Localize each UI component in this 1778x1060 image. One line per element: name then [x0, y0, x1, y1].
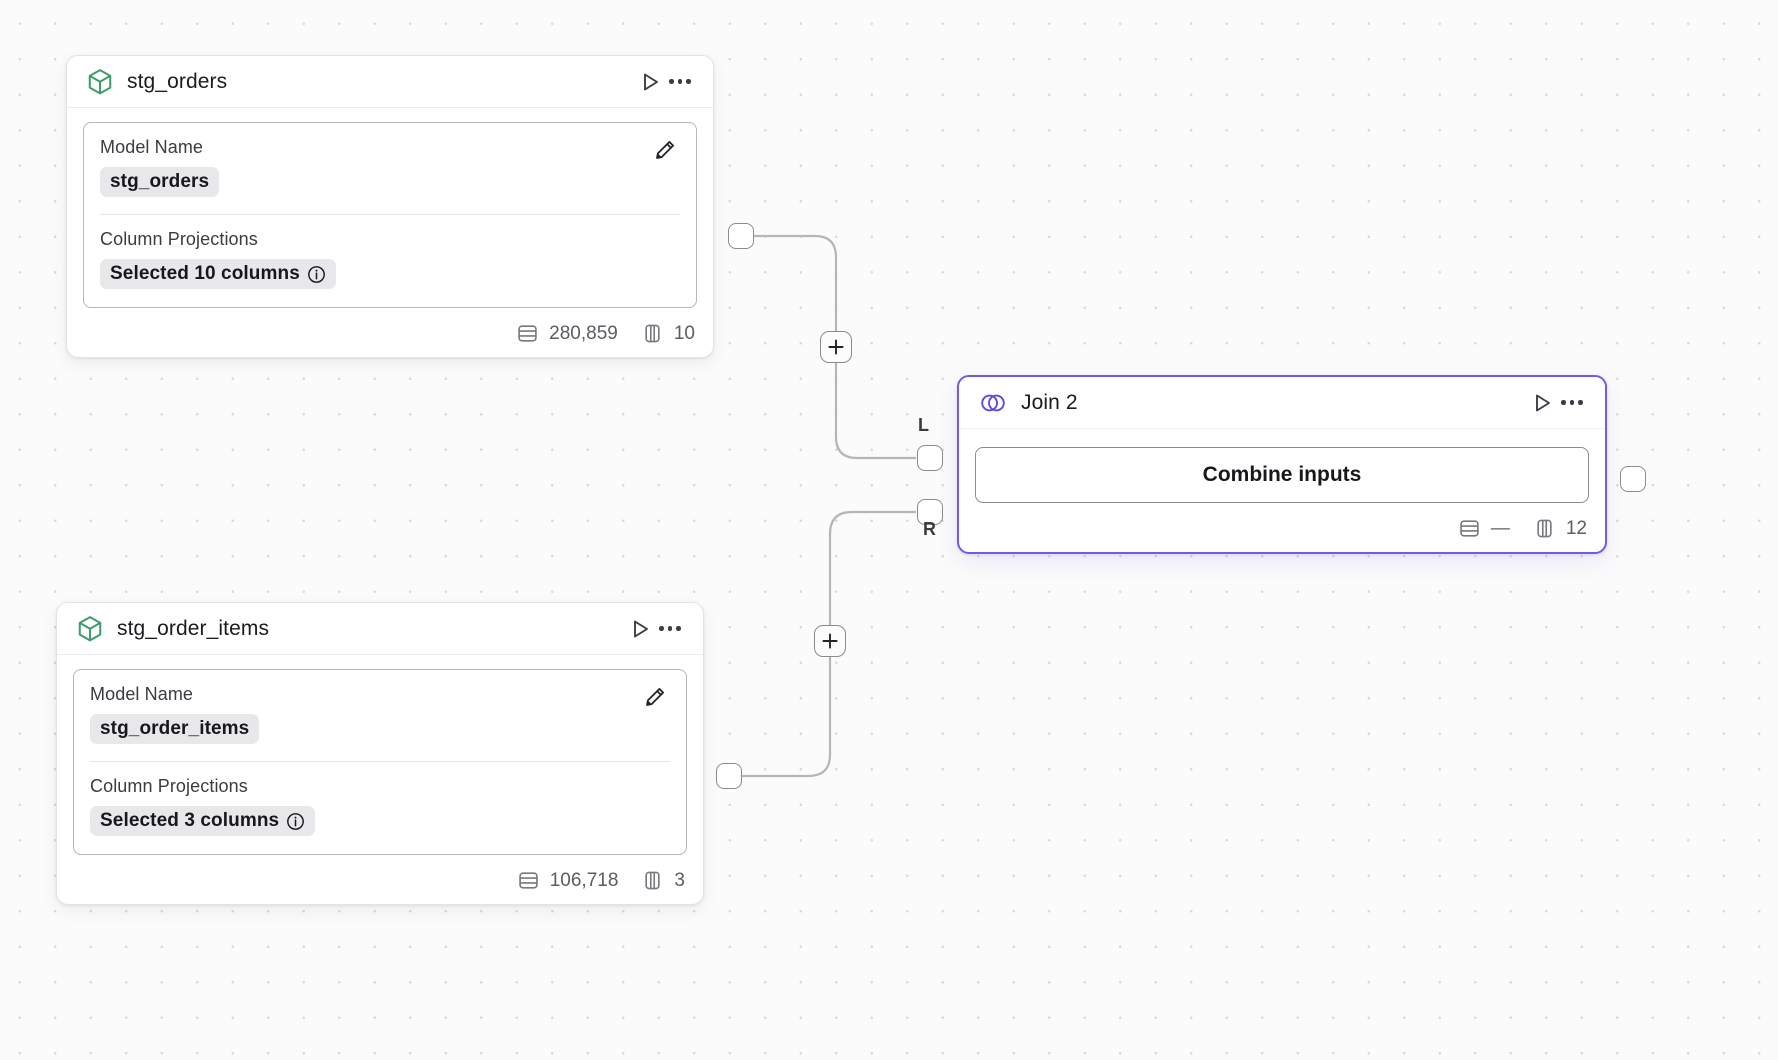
columns-icon — [641, 869, 664, 892]
cube-icon — [87, 68, 113, 96]
row-count-value: — — [1490, 517, 1510, 539]
rows-icon — [1458, 517, 1481, 540]
run-icon[interactable] — [1527, 388, 1557, 418]
column-projections-text: Selected 10 columns — [110, 263, 300, 284]
plus-icon — [822, 633, 838, 649]
columns-icon — [1533, 517, 1556, 540]
node-body: Combine inputs — [959, 429, 1605, 509]
row-count-stat: — — [1458, 517, 1510, 540]
node-header: stg_orders — [67, 56, 713, 108]
config-panel: Model Name stg_orders Column Projections — [83, 122, 697, 308]
model-name-value[interactable]: stg_order_items — [90, 714, 260, 744]
row-count-value: 106,718 — [549, 869, 619, 891]
panel-divider — [100, 214, 680, 215]
panel-divider — [90, 761, 670, 762]
column-projections-label: Column Projections — [90, 776, 248, 796]
column-projections-label: Column Projections — [100, 229, 258, 249]
column-projections-value[interactable]: Selected 3 columns — [90, 806, 316, 836]
venn-icon — [979, 391, 1007, 415]
node-title: stg_orders — [127, 69, 228, 93]
row-count-value: 280,859 — [549, 322, 618, 344]
rows-icon — [516, 322, 539, 345]
info-icon[interactable] — [307, 265, 326, 284]
run-icon[interactable] — [625, 614, 655, 644]
output-handle-join-2[interactable] — [1620, 466, 1646, 492]
node-join-2[interactable]: Join 2 Combine inputs — [957, 375, 1607, 554]
model-name-label: Model Name — [100, 137, 204, 157]
node-stg-order-items[interactable]: stg_order_items Model Name stg_order_ite… — [56, 602, 704, 905]
node-footer: 106,718 3 — [57, 861, 703, 904]
column-projections-text: Selected 3 columns — [100, 810, 280, 831]
column-count-value: 10 — [673, 322, 695, 344]
node-body: Model Name stg_order_items Column Projec… — [57, 655, 703, 861]
node-stg-orders[interactable]: stg_orders Model Name stg_orders — [66, 55, 714, 358]
add-node-button-top[interactable] — [820, 331, 852, 363]
output-handle-stg-orders[interactable] — [728, 223, 754, 249]
node-title: stg_order_items — [117, 616, 270, 640]
column-count-stat: 3 — [641, 869, 685, 892]
column-projections-row: Column Projections Selected 3 columns — [90, 776, 670, 836]
pencil-icon[interactable] — [640, 682, 670, 712]
plus-icon — [828, 339, 844, 355]
pencil-icon[interactable] — [650, 135, 680, 165]
info-icon[interactable] — [286, 812, 305, 831]
right-input-handle-join-2[interactable] — [917, 499, 943, 525]
column-projections-value[interactable]: Selected 10 columns — [100, 259, 336, 289]
model-name-row: Model Name stg_orders — [100, 137, 680, 197]
row-count-stat: 106,718 — [517, 869, 619, 892]
add-node-button-bottom[interactable] — [814, 625, 846, 657]
node-title: Join 2 — [1021, 390, 1078, 414]
left-input-handle-join-2[interactable] — [917, 445, 943, 471]
column-count-value: 3 — [674, 869, 685, 891]
column-count-stat: 12 — [1533, 517, 1587, 540]
node-header: Join 2 — [959, 377, 1605, 429]
model-name-value[interactable]: stg_orders — [100, 167, 220, 197]
right-input-port-label: R — [923, 519, 936, 539]
column-count-stat: 10 — [641, 322, 695, 345]
config-panel: Model Name stg_order_items Column Projec… — [73, 669, 687, 855]
more-options-icon[interactable] — [655, 614, 685, 644]
columns-icon — [641, 322, 664, 345]
combine-inputs-button[interactable]: Combine inputs — [975, 447, 1589, 503]
model-name-row: Model Name stg_order_items — [90, 684, 670, 744]
column-projections-row: Column Projections Selected 10 columns — [100, 229, 680, 289]
left-input-port-label: L — [918, 415, 929, 435]
cube-icon — [77, 615, 103, 643]
output-handle-stg-order-items[interactable] — [716, 763, 742, 789]
row-count-stat: 280,859 — [516, 322, 618, 345]
model-name-label: Model Name — [90, 684, 194, 704]
rows-icon — [517, 869, 540, 892]
node-footer: 280,859 10 — [67, 314, 713, 357]
node-header: stg_order_items — [57, 603, 703, 655]
column-count-value: 12 — [1565, 517, 1587, 539]
node-body: Model Name stg_orders Column Projections — [67, 108, 713, 314]
more-options-icon[interactable] — [1557, 388, 1587, 418]
run-icon[interactable] — [635, 67, 665, 97]
node-footer: — 12 — [959, 509, 1605, 552]
more-options-icon[interactable] — [665, 67, 695, 97]
